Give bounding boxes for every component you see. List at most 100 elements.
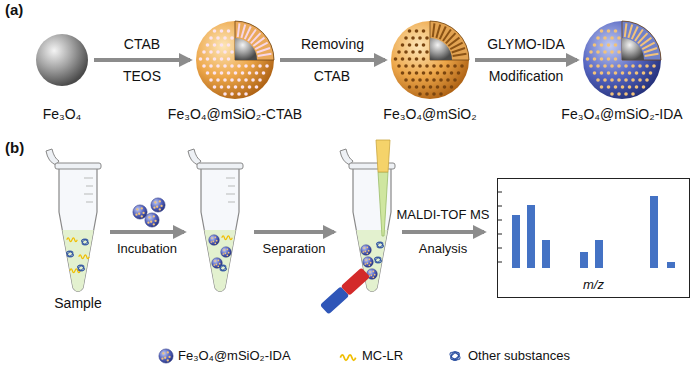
pore	[244, 64, 248, 68]
node-label: Fe₃O₄@mSiO₂-CTAB	[168, 106, 302, 122]
pore	[408, 43, 412, 47]
legend-entry: Other substances	[468, 348, 570, 364]
pore	[216, 36, 220, 40]
pore	[600, 43, 604, 47]
pore	[397, 64, 401, 68]
graduation	[226, 178, 235, 202]
pore	[614, 57, 618, 61]
spectrum-peak	[512, 215, 520, 268]
pore	[621, 85, 625, 89]
pore	[220, 85, 224, 89]
pore	[450, 85, 454, 89]
pore	[411, 78, 415, 82]
reagent-label: Removing	[299, 36, 366, 52]
pore	[607, 57, 611, 61]
channel	[644, 48, 657, 53]
pore	[631, 64, 635, 68]
pore	[610, 50, 614, 54]
pore	[422, 43, 426, 47]
pore	[230, 36, 234, 40]
pore	[206, 71, 210, 75]
step-label: Separation	[262, 241, 327, 257]
pore	[610, 36, 614, 40]
graduation	[84, 178, 93, 202]
legend-label: MC-LR	[362, 348, 403, 364]
pore	[223, 50, 227, 54]
pore	[603, 64, 607, 68]
pore	[635, 85, 639, 89]
pore	[418, 36, 422, 40]
pore	[593, 71, 597, 75]
pore	[234, 71, 238, 75]
node-label: Fe₃O₄@mSiO₂	[383, 106, 476, 122]
pore	[265, 64, 269, 68]
pore	[255, 85, 259, 89]
shell-sphere: Fe₃O₄@mSiO₂-IDA	[582, 20, 662, 100]
pore	[220, 71, 224, 75]
legend-other	[449, 351, 462, 362]
process-arrow	[254, 230, 334, 234]
pore	[202, 64, 206, 68]
pore	[586, 57, 590, 61]
tube-body	[201, 168, 239, 292]
pore	[439, 92, 443, 96]
spectrum-box: m/z	[497, 178, 690, 298]
pore	[244, 78, 248, 82]
pore	[600, 29, 604, 33]
pore	[607, 71, 611, 75]
pore	[230, 50, 234, 54]
step-label: Modification	[488, 68, 565, 84]
pore	[258, 64, 262, 68]
pore	[645, 78, 649, 82]
pore	[422, 57, 426, 61]
pore	[617, 78, 621, 82]
channel	[452, 48, 465, 53]
pore	[600, 85, 604, 89]
pore	[237, 64, 241, 68]
sphere-shape	[390, 20, 470, 100]
pore	[596, 78, 600, 82]
channel	[241, 24, 245, 37]
tube-liquid	[204, 230, 235, 292]
process-arrow	[475, 58, 577, 62]
mc-lr-molecule	[79, 255, 90, 259]
pore	[624, 92, 628, 96]
mass-spectrum	[497, 192, 675, 268]
pore	[244, 92, 248, 96]
pore	[255, 71, 259, 75]
pore	[251, 78, 255, 82]
pore	[617, 64, 621, 68]
pore	[227, 71, 231, 75]
pore	[600, 57, 604, 61]
pore	[429, 71, 433, 75]
pore	[397, 50, 401, 54]
pore	[223, 36, 227, 40]
pore	[638, 64, 642, 68]
pore	[248, 85, 252, 89]
pore	[223, 64, 227, 68]
pore	[607, 85, 611, 89]
particle-icon	[151, 198, 165, 212]
shell-sphere: Fe₃O₄@mSiO₂	[390, 20, 470, 100]
pore	[394, 57, 398, 61]
pore	[425, 36, 429, 40]
channel	[625, 23, 627, 37]
pore	[624, 78, 628, 82]
pore	[422, 85, 426, 89]
pore	[227, 57, 231, 61]
sample-tube-node: Sample	[56, 148, 100, 292]
pore	[439, 64, 443, 68]
pore	[446, 64, 450, 68]
pore	[209, 64, 213, 68]
pore	[213, 29, 217, 33]
pore	[223, 78, 227, 82]
pore	[404, 64, 408, 68]
channel	[436, 24, 440, 37]
pore	[216, 64, 220, 68]
separation-tube	[320, 140, 395, 315]
magnet	[320, 267, 370, 314]
node-label: Fe₃O₄	[43, 106, 82, 122]
channel	[628, 24, 632, 37]
